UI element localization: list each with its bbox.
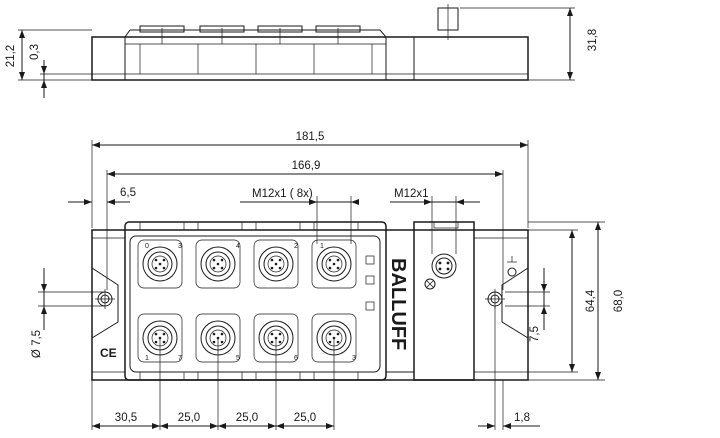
dim-m12-single: M12x1 bbox=[394, 188, 429, 200]
edge-tabs bbox=[139, 221, 459, 381]
port-number-bottom-1: 1 bbox=[145, 355, 149, 362]
dim-connector-span: 166,9 bbox=[292, 160, 321, 172]
top-view: 0 3 4 2 1 1 7 5 6 3 BALLUFF bbox=[31, 131, 625, 430]
port-number-top-4: 2 bbox=[294, 243, 298, 250]
led-window-2 bbox=[365, 275, 375, 285]
dim-side-0-3: 0,3 bbox=[29, 44, 41, 60]
led-window-1 bbox=[365, 255, 375, 265]
dim-pitch-1: 25,0 bbox=[178, 412, 200, 424]
side-view: 21,2 0,3 31,8 bbox=[5, 4, 599, 98]
ground-symbol bbox=[507, 267, 517, 277]
m12-port-5 bbox=[137, 313, 183, 363]
led-window-3 bbox=[365, 301, 375, 311]
dim-hole-offset: 7,5 bbox=[529, 326, 541, 342]
m12-port-1 bbox=[137, 239, 183, 289]
port-number-top-1: 0 bbox=[145, 243, 149, 250]
m12-port-2 bbox=[195, 239, 241, 289]
dim-right-margin: 1,8 bbox=[514, 412, 530, 424]
dim-m12-8x: M12x1 ( 8x) bbox=[252, 188, 313, 200]
port-number-bottom-2: 7 bbox=[178, 355, 182, 362]
port-number-top-2: 3 bbox=[178, 243, 182, 250]
port-number-bottom-5: 3 bbox=[352, 355, 356, 362]
power-connector bbox=[424, 253, 457, 290]
brand-logo: BALLUFF bbox=[387, 258, 409, 350]
module-frame bbox=[124, 221, 387, 381]
port-number-bottom-3: 5 bbox=[236, 355, 240, 362]
dim-hole-diameter: Ø 7,5 bbox=[31, 330, 43, 358]
dim-left-offset: 6,5 bbox=[120, 187, 136, 199]
dim-pitch-3: 25,0 bbox=[294, 412, 316, 424]
side-view-body bbox=[91, 36, 529, 81]
dim-side-31-8: 31,8 bbox=[587, 29, 599, 51]
port-number-bottom-4: 6 bbox=[294, 355, 298, 362]
connector-plate bbox=[129, 235, 381, 373]
m12-port-3 bbox=[253, 239, 299, 289]
dim-pitch-2: 25,0 bbox=[236, 412, 258, 424]
ce-mark: CE bbox=[100, 346, 117, 360]
dim-side-21-2: 21,2 bbox=[5, 45, 17, 67]
port-number-top-3: 4 bbox=[236, 243, 240, 250]
dim-height-outer: 68,0 bbox=[613, 290, 625, 312]
dim-overall-length: 181,5 bbox=[296, 131, 325, 143]
dim-height-inner: 64,4 bbox=[585, 289, 597, 312]
dim-first-pitch: 30,5 bbox=[115, 412, 137, 424]
port-number-top-5: 1 bbox=[320, 243, 324, 250]
power-block bbox=[413, 221, 475, 381]
m12-port-4 bbox=[311, 239, 357, 289]
